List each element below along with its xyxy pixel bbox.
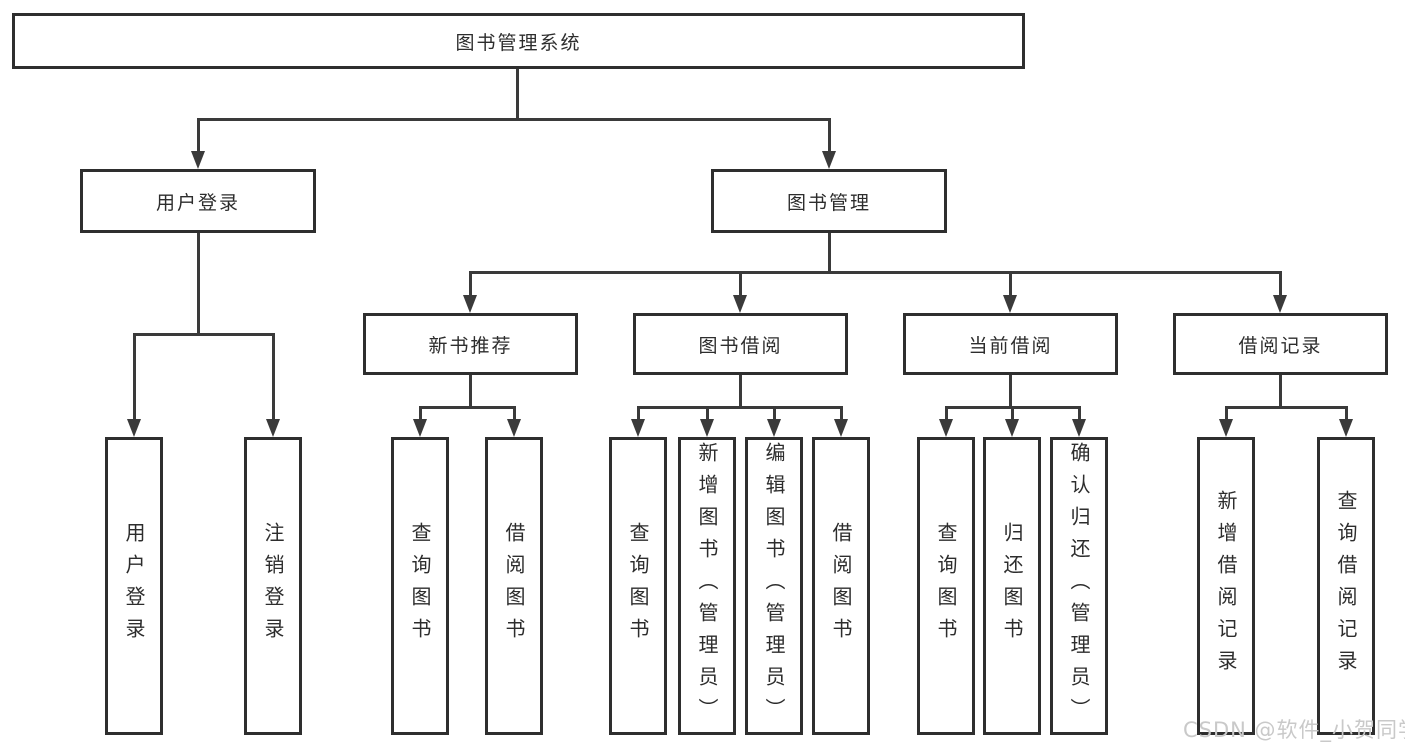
connector-new-book-split: [419, 406, 516, 409]
node-borrow-records: 借阅记录: [1173, 313, 1388, 375]
arrowhead-leaf-logout: [266, 419, 280, 437]
arrowhead-borrow-records: [1273, 295, 1287, 313]
node-label: 借阅图书: [829, 522, 853, 650]
leaf-query-books-3: 查询图书: [917, 437, 975, 735]
leaf-user-login: 用户登录: [105, 437, 163, 735]
arrowhead-query-record: [1339, 419, 1353, 437]
connector-drop-book-borrow: [739, 271, 742, 299]
connector-drop-query-record: [1345, 406, 1348, 424]
connector-book-mgmt-trunk: [828, 233, 831, 274]
node-label: 用户登录: [155, 191, 240, 214]
leaf-add-borrow-record: 新增借阅记录: [1197, 437, 1255, 735]
arrowhead-user-login: [191, 151, 205, 169]
leaf-query-books-1: 查询图书: [391, 437, 449, 735]
connector-drop-return-book: [1011, 406, 1014, 424]
arrowhead-edit-book: [767, 419, 781, 437]
connector-level3-split: [469, 271, 1282, 274]
connector-drop-confirm-return: [1078, 406, 1081, 424]
node-book-borrow: 图书借阅: [633, 313, 848, 375]
node-label: 图书管理: [786, 191, 871, 214]
connector-drop-edit-book: [773, 406, 776, 424]
connector-borrow-records-split: [1225, 406, 1348, 409]
node-user-login-module: 用户登录: [80, 169, 316, 233]
leaf-logout: 注销登录: [244, 437, 302, 735]
leaf-add-book-admin: 新增图书（管理员）: [678, 437, 736, 735]
arrowhead-borrow1: [507, 419, 521, 437]
node-label: 确认归还（管理员）: [1067, 442, 1091, 730]
node-label: 查询图书: [934, 522, 958, 650]
arrowhead-book-mgmt: [822, 151, 836, 169]
connector-drop-query1: [419, 406, 422, 424]
connector-drop-user-login: [197, 118, 200, 156]
leaf-edit-book-admin: 编辑图书（管理员）: [745, 437, 803, 735]
connector-drop-new-book: [469, 271, 472, 299]
connector-drop-add-book: [706, 406, 709, 424]
node-new-book-recommend: 新书推荐: [363, 313, 578, 375]
arrowhead-confirm-return: [1072, 419, 1086, 437]
csdn-watermark: CSDN @软件_小贺同学: [1183, 718, 1405, 742]
leaf-borrow-books-1: 借阅图书: [485, 437, 543, 735]
arrowhead-new-book: [463, 295, 477, 313]
node-label: 用户登录: [122, 522, 146, 650]
node-label: 图书管理系统: [455, 31, 582, 54]
arrowhead-add-record: [1219, 419, 1233, 437]
connector-drop-query2: [637, 406, 640, 424]
leaf-return-book: 归还图书: [983, 437, 1041, 735]
node-label: 新书推荐: [428, 334, 513, 357]
connector-drop-borrow2: [840, 406, 843, 424]
connector-root-trunk: [516, 69, 519, 120]
leaf-query-borrow-record: 查询借阅记录: [1317, 437, 1375, 735]
node-label: 查询借阅记录: [1334, 490, 1358, 682]
arrowhead-book-borrow: [733, 295, 747, 313]
connector-borrow-records-trunk: [1279, 375, 1282, 409]
connector-book-borrow-trunk: [739, 375, 742, 409]
connector-drop-leaf-user-login: [133, 333, 136, 422]
leaf-confirm-return-admin: 确认归还（管理员）: [1050, 437, 1108, 735]
node-label: 注销登录: [261, 522, 285, 650]
connector-user-login-split: [133, 333, 274, 336]
node-label: 编辑图书（管理员）: [762, 442, 786, 730]
node-label: 借阅记录: [1238, 334, 1323, 357]
leaf-borrow-books-2: 借阅图书: [812, 437, 870, 735]
connector-level1-split: [197, 118, 831, 121]
connector-drop-current-borrow: [1009, 271, 1012, 299]
connector-drop-query3: [945, 406, 948, 424]
node-label: 借阅图书: [502, 522, 526, 650]
node-book-management-module: 图书管理: [711, 169, 947, 233]
arrowhead-borrow2: [834, 419, 848, 437]
arrowhead-query1: [413, 419, 427, 437]
node-root-system: 图书管理系统: [12, 13, 1025, 69]
connector-drop-borrow-records: [1279, 271, 1282, 299]
node-label: 新增图书（管理员）: [695, 442, 719, 730]
node-label: 新增借阅记录: [1214, 490, 1238, 682]
connector-drop-book-mgmt: [828, 118, 831, 156]
connector-drop-borrow1: [513, 406, 516, 424]
node-label: 当前借阅: [968, 334, 1053, 357]
connector-drop-leaf-logout: [272, 333, 275, 422]
arrowhead-leaf-user-login: [127, 419, 141, 437]
connector-new-book-trunk: [469, 375, 472, 409]
connector-drop-add-record: [1225, 406, 1228, 424]
node-current-borrow: 当前借阅: [903, 313, 1118, 375]
node-label: 查询图书: [626, 522, 650, 650]
connector-current-borrow-trunk: [1009, 375, 1012, 409]
node-label: 归还图书: [1000, 522, 1024, 650]
connector-book-borrow-split: [637, 406, 843, 409]
connector-user-login-trunk: [197, 233, 200, 336]
leaf-query-books-2: 查询图书: [609, 437, 667, 735]
arrowhead-return-book: [1005, 419, 1019, 437]
arrowhead-add-book: [700, 419, 714, 437]
arrowhead-query3: [939, 419, 953, 437]
node-label: 图书借阅: [698, 334, 783, 357]
node-label: 查询图书: [408, 522, 432, 650]
arrowhead-query2: [631, 419, 645, 437]
arrowhead-current-borrow: [1003, 295, 1017, 313]
